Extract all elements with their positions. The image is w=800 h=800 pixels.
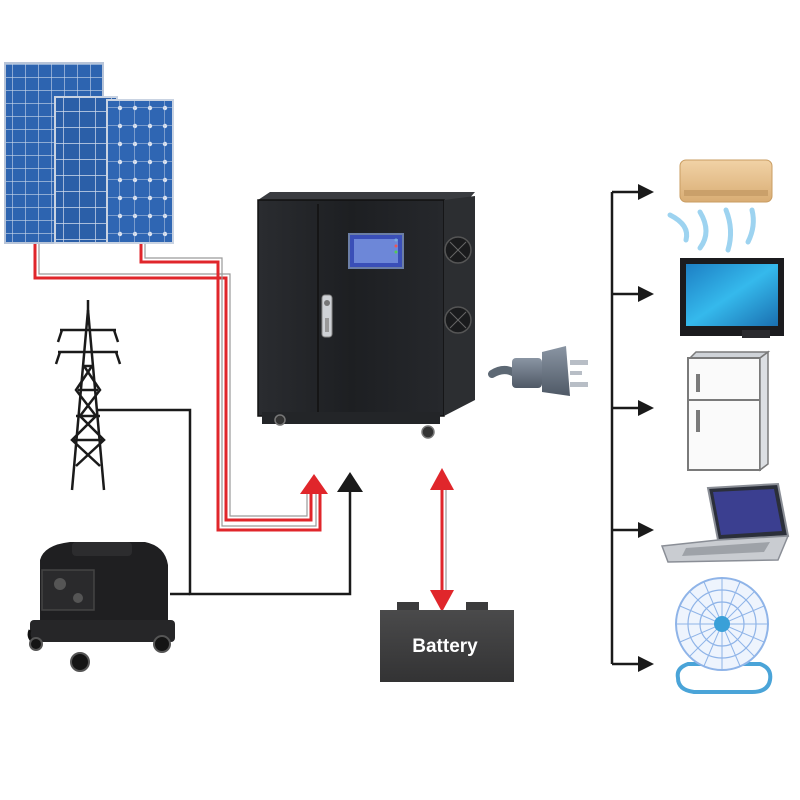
- distribution-lines: [610, 190, 640, 666]
- indicator-lights: [394, 238, 398, 254]
- fan-icon: [675, 577, 773, 694]
- distribution-arrows: [638, 184, 654, 672]
- plug-icon: [488, 346, 588, 396]
- arrow-up-black: [337, 472, 363, 492]
- air-conditioner-icon: [667, 159, 773, 253]
- solar-panel-icon: [4, 62, 174, 244]
- tv-icon: [680, 258, 784, 338]
- fan-vent-icon: [444, 236, 472, 334]
- solar-connection-lines: [33, 244, 322, 532]
- battery-charge-line: [430, 468, 454, 612]
- grid-generator-lines: [98, 408, 352, 596]
- inverter-cabinet-icon: [257, 192, 475, 439]
- battery-icon: Battery: [380, 602, 514, 682]
- refrigerator-icon: [687, 350, 771, 472]
- laptop-icon: [660, 482, 790, 563]
- battery-label: Battery: [412, 636, 478, 657]
- generator-icon: [27, 542, 175, 672]
- lock-handle-icon: [321, 294, 333, 338]
- power-tower-icon: [54, 300, 122, 491]
- arrow-up-red: [300, 474, 328, 494]
